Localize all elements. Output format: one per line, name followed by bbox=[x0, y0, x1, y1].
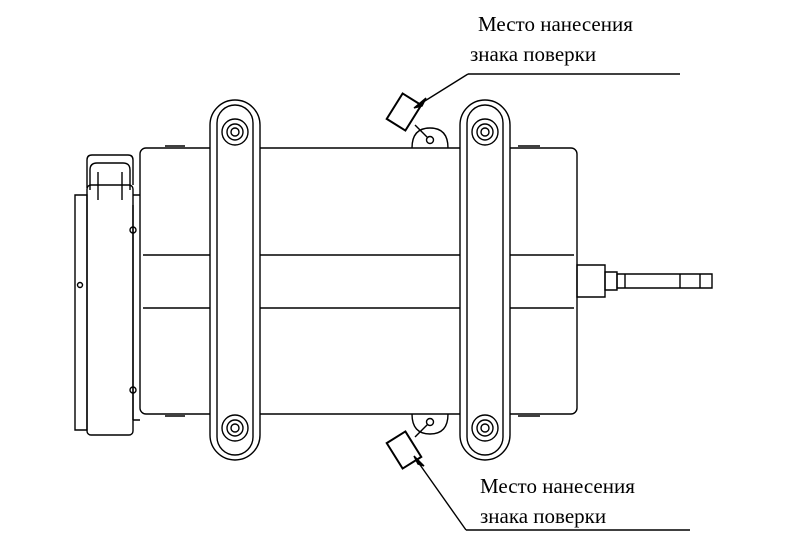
strap-left bbox=[210, 100, 260, 460]
label-plate-bottom bbox=[387, 431, 422, 468]
callout-bottom-line2: знака поверки bbox=[480, 504, 607, 528]
leader-bottom bbox=[414, 456, 690, 530]
strap-right bbox=[460, 100, 510, 460]
callout-bottom-line1: Место нанесения bbox=[480, 474, 635, 498]
leader-top bbox=[414, 74, 680, 108]
callout-top-line2: знака поверки bbox=[470, 42, 597, 66]
seal-tab-bottom bbox=[412, 414, 448, 434]
shaft bbox=[577, 265, 712, 297]
seal-tab-top bbox=[412, 128, 448, 148]
callout-top-line1: Место нанесения bbox=[478, 12, 633, 36]
label-plate-top bbox=[387, 93, 422, 130]
end-cap bbox=[75, 155, 140, 435]
housing bbox=[140, 128, 577, 434]
